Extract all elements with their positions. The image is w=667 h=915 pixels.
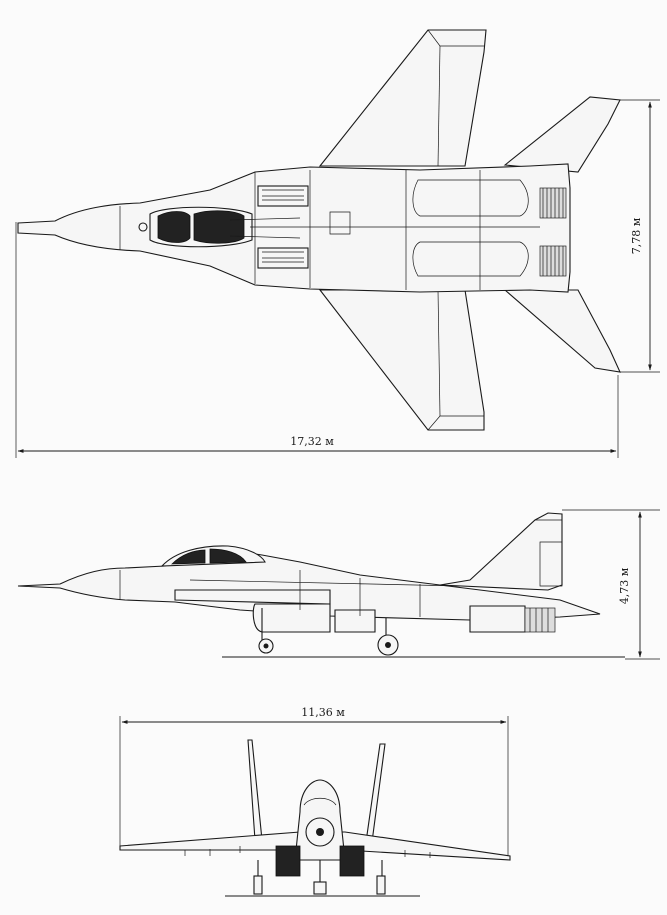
length-label: 17,32 м — [290, 435, 334, 448]
top-view-engine-nozzle — [539, 187, 567, 219]
front-view-left-tail — [247, 739, 263, 841]
top-view — [17, 29, 621, 431]
front-view-left-intake — [275, 845, 301, 877]
front-view-right-intake — [339, 845, 365, 877]
span-top-dimension: 7,78 м — [620, 99, 660, 373]
side-view-engine-nozzle — [524, 607, 556, 633]
side-view — [17, 512, 625, 658]
top-view-upper-wing — [318, 29, 487, 167]
top-view-upper-stabilizer — [503, 96, 621, 173]
height-dimension: 4,73 м — [562, 509, 660, 660]
top-view-lower-stabilizer — [503, 289, 621, 373]
side-view-fuselage — [17, 552, 601, 621]
top-view-fuselage — [17, 163, 571, 293]
length-dimension: 17,32 м — [15, 222, 619, 458]
front-view — [119, 739, 511, 897]
front-view-right-tail — [365, 743, 386, 843]
side-view-vertical-tail — [439, 512, 563, 591]
top-view-engine-nozzle — [539, 245, 567, 277]
span-front-dimension: 11,36 м — [119, 706, 509, 856]
span-top-label: 7,78 м — [630, 217, 643, 254]
top-view-lower-wing — [318, 289, 485, 431]
span-front-label: 11,36 м — [301, 706, 345, 719]
height-label: 4,73 м — [618, 567, 631, 604]
